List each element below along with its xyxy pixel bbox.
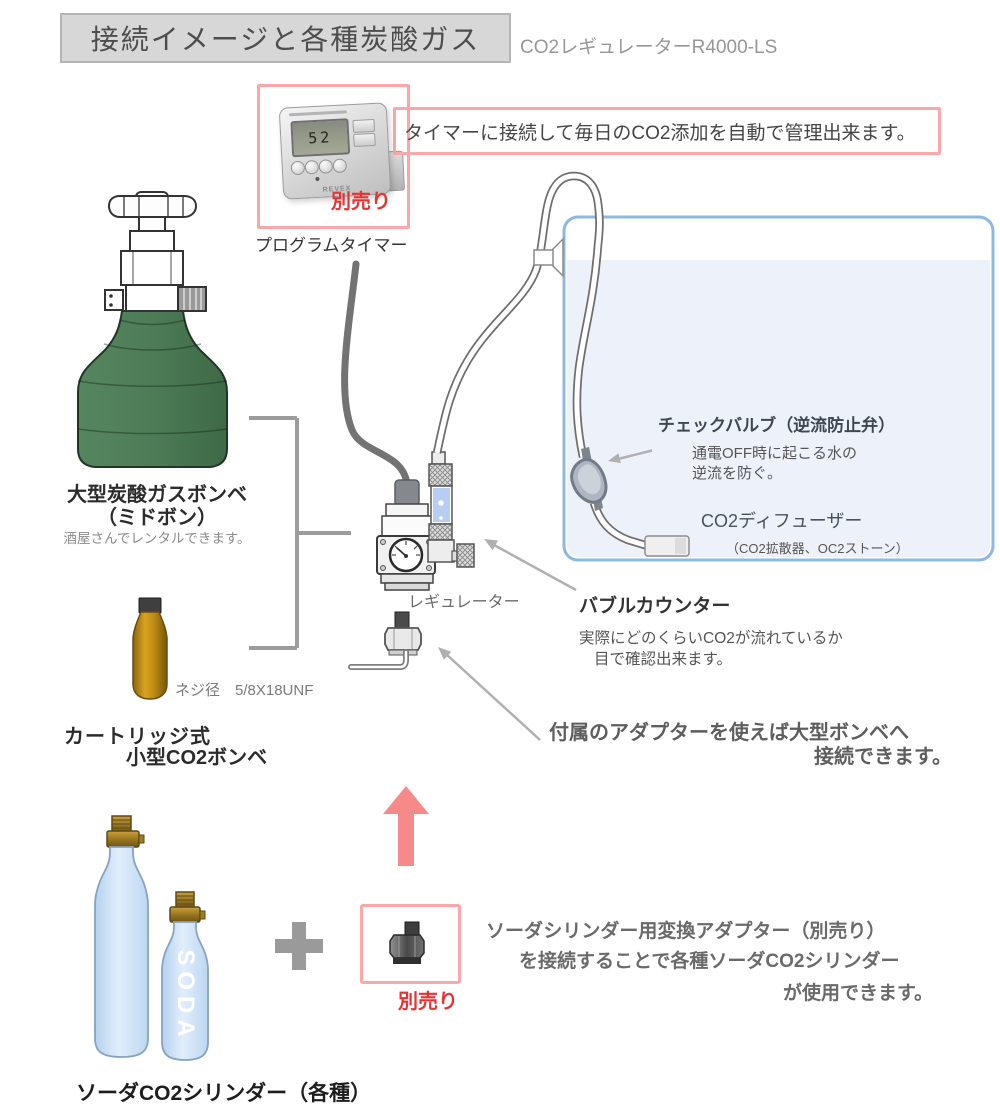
soda-note-3: が使用できます。 — [783, 983, 934, 1004]
tank-valve — [104, 191, 207, 312]
timer-round-button — [290, 160, 306, 176]
soda-adapter-illustration — [389, 921, 425, 964]
arrow-to-bubble-counter — [484, 539, 577, 592]
cartridge-thread-label: ネジ径 5/8X18UNF — [175, 682, 314, 699]
check-valve-desc-2: 逆流を防ぐ。 — [692, 465, 783, 482]
page-title: 接続イメージと各種炭酸ガス — [60, 13, 511, 63]
large-tank-label-2: （ミドボン） — [97, 507, 217, 529]
soda-bottle-text: SODA — [172, 949, 199, 1043]
timer-round-button — [332, 158, 348, 174]
soda-bottle-small — [161, 891, 209, 1061]
cartridge-label-2: 小型CO2ボンベ — [126, 747, 268, 769]
large-co2-tank-illustration — [77, 191, 228, 468]
large-tank-label-1: 大型炭酸ガスボンベ — [67, 484, 247, 506]
arrow-to-adapter — [438, 647, 541, 741]
cartridge-bottle-illustration — [132, 597, 168, 700]
timer-top-label — [288, 110, 348, 117]
adapter-illustration — [384, 611, 422, 656]
timer-round-button — [304, 159, 320, 175]
timer-button — [352, 118, 376, 134]
timer-round-button — [318, 159, 334, 174]
soda-note-1: ソーダシリンダー用変換アダプター（別売り） — [486, 921, 886, 942]
power-cord — [341, 260, 411, 488]
bubble-counter-desc-2: 目で確認出来ます。 — [594, 651, 732, 668]
hex-key-illustration — [348, 649, 409, 670]
adapter-note-1: 付属のアダプターを使えば大型ボンベへ — [549, 722, 909, 744]
diffuser-illustration — [644, 535, 690, 557]
check-valve-desc-1: 通電OFF時に起こる水の — [692, 445, 857, 462]
bubble-counter-illustration — [427, 451, 475, 568]
aquarium-illustration — [562, 215, 995, 562]
suction-clip — [533, 237, 564, 278]
plus-sign — [275, 922, 323, 970]
soda-bottle-large — [94, 815, 149, 1058]
diffuser-title: CO2ディフューザー — [701, 511, 863, 531]
soda-note-2: を接続することで各種ソーダCO2シリンダー — [519, 951, 900, 972]
timer-sold-separately-label: 別売り — [331, 191, 391, 213]
large-tank-note: 酒屋さんでレンタルできます。 — [63, 531, 251, 546]
cartridge-label-1: カートリッジ式 — [64, 726, 211, 748]
up-arrow — [383, 786, 429, 866]
check-valve-illustration — [570, 447, 608, 511]
arrow-to-check-valve — [608, 449, 653, 464]
product-subtitle: CO2レギュレーターR4000-LS — [520, 37, 778, 58]
bracket-line — [249, 416, 351, 650]
diffuser-subtitle: （CO2拡散器、OC2ストーン） — [726, 541, 909, 556]
soda-adapter-frame — [360, 904, 461, 984]
timer-callout: タイマーに接続して毎日のCO2添加を自動で管理出来ます。 — [393, 107, 941, 155]
adapter-note-2: 接続できます。 — [814, 746, 952, 768]
check-valve-title: チェックバルブ（逆流防止弁） — [658, 416, 896, 435]
soda-adapter-sold-separately: 別売り — [398, 991, 458, 1013]
regulator-illustration — [376, 479, 436, 591]
regulator-label: レギュレーター — [408, 594, 520, 611]
timer-button — [353, 132, 376, 148]
bubble-counter-desc-1: 実際にどのくらいCO2が流れているか — [579, 630, 843, 647]
bubble-counter-title: バブルカウンター — [579, 596, 731, 617]
timer-photo-frame — [257, 84, 410, 229]
timer-caption: プログラムタイマー — [255, 236, 408, 255]
timer-lcd-display: 52 — [290, 118, 351, 158]
timer-led — [315, 176, 320, 182]
soda-cylinder-label: ソーダCO2シリンダー（各種） — [76, 1082, 372, 1105]
